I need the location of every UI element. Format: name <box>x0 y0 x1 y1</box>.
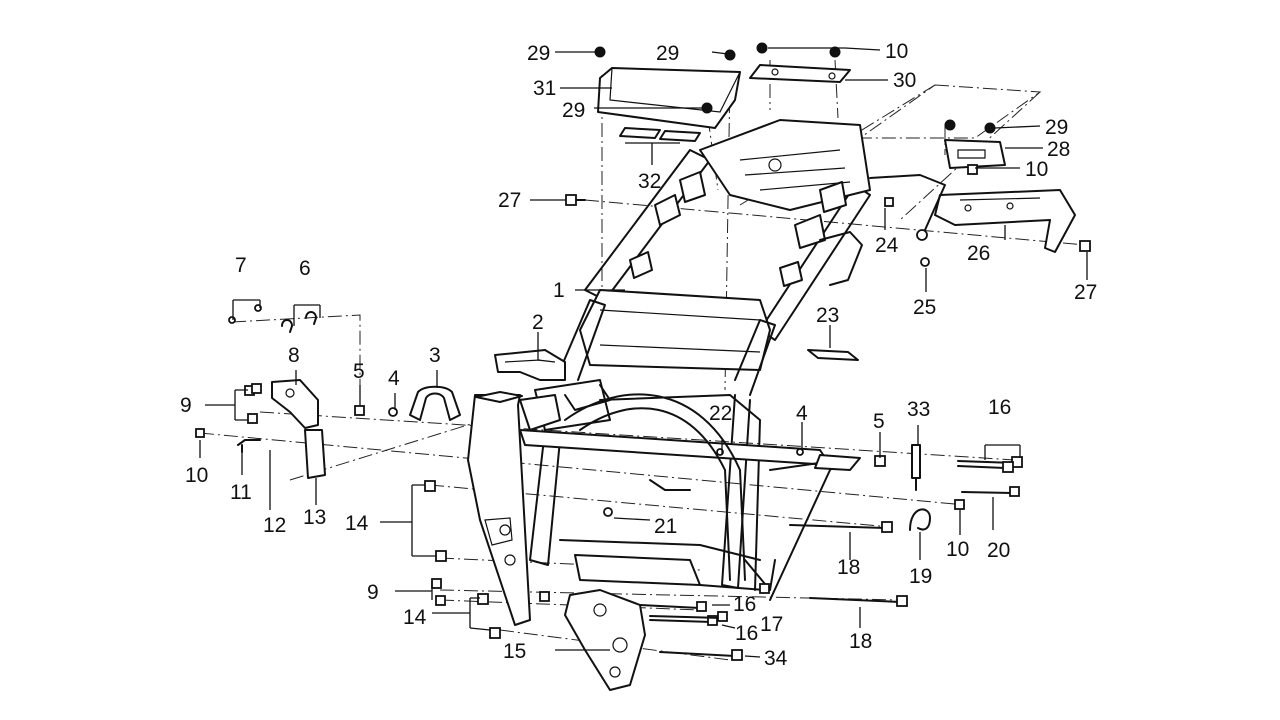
callout-8: 8 <box>288 344 300 367</box>
callout-12: 12 <box>263 514 286 537</box>
callout-1: 1 <box>553 279 565 302</box>
callout-11: 11 <box>230 481 252 504</box>
callout-numbers: 29 29 10 30 31 29 32 27 29 28 10 24 26 2… <box>180 40 1097 670</box>
callout-33: 33 <box>907 398 930 421</box>
callout-24: 24 <box>875 234 899 257</box>
battery-tray <box>597 67 741 142</box>
callout-3: 3 <box>429 344 441 367</box>
callout-7: 7 <box>235 254 247 277</box>
callout-16: 16 <box>988 396 1011 419</box>
callout-34: 34 <box>764 647 788 670</box>
rear-bracket-26 <box>869 174 1076 253</box>
callout-28: 28 <box>1047 138 1070 161</box>
callout-5: 5 <box>353 360 365 383</box>
callout-15: 15 <box>503 640 526 663</box>
callout-4: 4 <box>796 402 808 425</box>
sensor-33 <box>911 444 921 491</box>
bracket-2 <box>494 349 566 381</box>
leader-lines <box>199 47 1088 658</box>
callout-17: 17 <box>760 613 783 636</box>
callout-26: 26 <box>967 242 990 265</box>
callout-31: 31 <box>533 77 556 100</box>
callout-18: 18 <box>837 556 860 579</box>
main-frame <box>519 119 871 601</box>
engine-hanger-bracket <box>564 589 646 691</box>
callout-23: 23 <box>816 304 839 327</box>
callout-30: 30 <box>893 69 916 92</box>
small-plate-23 <box>807 349 859 361</box>
rear-bracket-28 <box>944 139 1006 169</box>
callout-16: 16 <box>733 593 756 616</box>
callout-25: 25 <box>913 296 936 319</box>
front-down-bracket <box>467 391 531 626</box>
callout-9: 9 <box>367 581 379 604</box>
callout-10: 10 <box>1025 158 1048 181</box>
callout-27: 27 <box>498 189 521 212</box>
callout-4: 4 <box>388 367 400 390</box>
callout-10: 10 <box>946 538 969 561</box>
callout-27: 27 <box>1074 281 1097 304</box>
mount-plate <box>749 64 851 83</box>
callout-10: 10 <box>885 40 908 63</box>
callout-29: 29 <box>527 42 550 65</box>
callout-21: 21 <box>654 515 677 538</box>
callout-13: 13 <box>303 506 326 529</box>
callout-6: 6 <box>299 257 311 280</box>
tube-13 <box>304 429 326 479</box>
callout-32: 32 <box>638 170 661 193</box>
callout-29: 29 <box>562 99 585 122</box>
fasteners <box>195 42 1091 661</box>
callout-18: 18 <box>849 630 872 653</box>
callout-14: 14 <box>403 606 427 629</box>
callout-29: 29 <box>656 42 679 65</box>
callout-20: 20 <box>987 539 1010 562</box>
callout-14: 14 <box>345 512 369 535</box>
callout-5: 5 <box>873 410 885 433</box>
callout-16: 16 <box>735 622 758 645</box>
clips-6-7 <box>228 304 317 333</box>
callout-22: 22 <box>709 402 732 425</box>
clip-11 <box>237 439 261 453</box>
callout-9: 9 <box>180 394 192 417</box>
callout-29: 29 <box>1045 116 1068 139</box>
callout-10: 10 <box>185 464 208 487</box>
callout-19: 19 <box>909 565 932 588</box>
bracket-8 <box>271 379 319 429</box>
clamp-3 <box>409 385 461 421</box>
callout-2: 2 <box>532 311 544 334</box>
wire-clip-19 <box>909 508 931 531</box>
